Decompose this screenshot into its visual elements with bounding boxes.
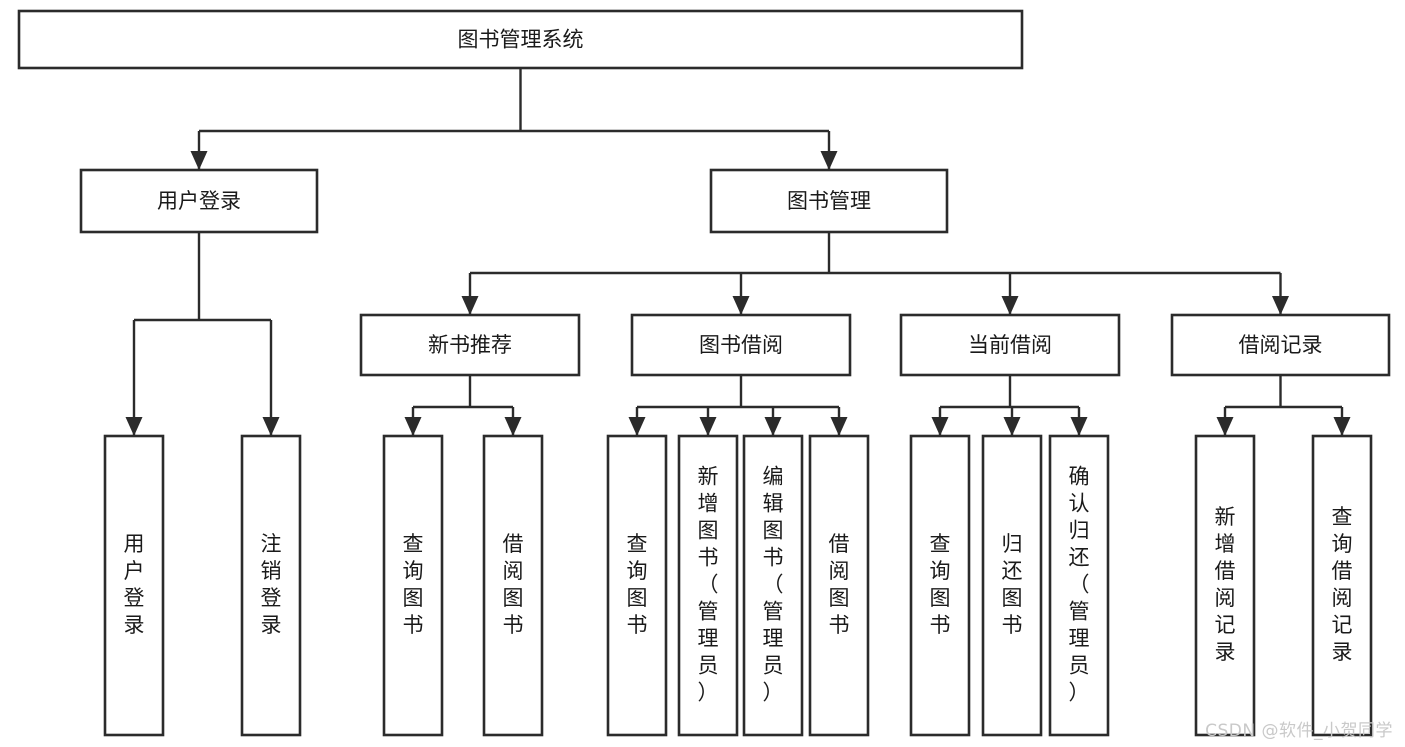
arrow-head-icon	[931, 417, 949, 436]
node-box	[1311, 434, 1373, 737]
node-borrow-record[interactable]: 借阅记录	[1170, 313, 1391, 377]
node-box	[17, 9, 1024, 70]
arrow-head-icon	[1001, 296, 1019, 315]
watermark-label: CSDN @软件_小贺同学	[1205, 721, 1393, 741]
node-box	[359, 313, 581, 377]
node-label: 借阅记录	[1239, 333, 1323, 357]
arrow-head-icon	[1070, 417, 1088, 436]
node-label: 确认归还（管理员）	[1069, 465, 1090, 705]
node-label: 查询图书	[403, 532, 424, 637]
arrow-head-icon	[699, 417, 717, 436]
arrow-head-icon	[732, 296, 750, 315]
node-box	[630, 313, 852, 377]
arrow-head-icon	[1272, 296, 1289, 315]
node-label: 借阅图书	[829, 532, 850, 637]
node-box	[808, 434, 870, 737]
node-leaf-query-book-2[interactable]: 查询图书	[606, 434, 668, 737]
arrow-head-icon	[504, 417, 522, 436]
node-box	[240, 434, 302, 737]
node-leaf-borrow-book-2[interactable]: 借阅图书	[808, 434, 870, 737]
node-label: 查询图书	[627, 532, 648, 637]
node-box	[79, 168, 319, 234]
node-box	[1194, 434, 1256, 737]
node-label: 当前借阅	[968, 333, 1052, 357]
edge-layer	[125, 68, 1351, 436]
node-label: 查询借阅记录	[1332, 505, 1353, 664]
node-label: 新增图书（管理员）	[698, 465, 719, 705]
node-layer: 图书管理系统用户登录图书管理新书推荐图书借阅当前借阅借阅记录用户登录注销登录查询…	[17, 9, 1391, 737]
node-leaf-user-logout[interactable]: 注销登录	[240, 434, 302, 737]
arrow-head-icon	[764, 417, 782, 436]
node-leaf-user-login[interactable]: 用户登录	[103, 434, 165, 737]
node-book-borrow[interactable]: 图书借阅	[630, 313, 852, 377]
node-label: 归还图书	[1002, 532, 1023, 637]
node-book-manage[interactable]: 图书管理	[709, 168, 949, 234]
node-label: 新书推荐	[428, 333, 512, 357]
node-label: 用户登录	[157, 189, 241, 213]
node-label: 图书管理系统	[458, 28, 584, 52]
arrow-head-icon	[190, 151, 208, 170]
node-root[interactable]: 图书管理系统	[17, 9, 1024, 70]
node-label: 图书管理	[787, 189, 871, 213]
node-box	[482, 434, 544, 737]
node-leaf-borrow-book-1[interactable]: 借阅图书	[482, 434, 544, 737]
node-user-login[interactable]: 用户登录	[79, 168, 319, 234]
node-box	[909, 434, 971, 737]
arrow-head-icon	[628, 417, 646, 436]
node-box	[899, 313, 1121, 377]
node-label: 新增借阅记录	[1215, 505, 1236, 664]
arrow-head-icon	[1216, 417, 1234, 436]
arrow-head-icon	[830, 417, 848, 436]
arrow-head-icon	[404, 417, 422, 436]
node-box	[709, 168, 949, 234]
node-leaf-return-book[interactable]: 归还图书	[981, 434, 1043, 737]
node-box	[981, 434, 1043, 737]
node-leaf-add-record[interactable]: 新增借阅记录	[1194, 434, 1256, 737]
node-leaf-confirm-return[interactable]: 确认归还（管理员）	[1048, 434, 1110, 737]
node-label: 查询图书	[930, 532, 951, 637]
arrow-head-icon	[262, 417, 280, 436]
node-label: 图书借阅	[699, 333, 783, 357]
node-box	[606, 434, 668, 737]
node-label: 借阅图书	[503, 532, 524, 637]
node-leaf-query-book-1[interactable]: 查询图书	[382, 434, 444, 737]
node-new-book-rec[interactable]: 新书推荐	[359, 313, 581, 377]
node-leaf-query-book-3[interactable]: 查询图书	[909, 434, 971, 737]
node-leaf-query-record[interactable]: 查询借阅记录	[1311, 434, 1373, 737]
node-box	[677, 434, 739, 737]
arrow-head-icon	[461, 296, 479, 315]
node-label: 用户登录	[124, 532, 145, 637]
node-leaf-edit-book[interactable]: 编辑图书（管理员）	[742, 434, 804, 737]
node-box	[103, 434, 165, 737]
arrow-head-icon	[820, 151, 838, 170]
node-current-borrow[interactable]: 当前借阅	[899, 313, 1121, 377]
arrow-head-icon	[1003, 417, 1021, 436]
arrow-head-icon	[1333, 417, 1351, 436]
node-label: 编辑图书（管理员）	[763, 465, 784, 705]
node-label: 注销登录	[261, 532, 282, 637]
node-box	[1048, 434, 1110, 737]
node-box	[1170, 313, 1391, 377]
node-box	[742, 434, 804, 737]
node-leaf-add-book[interactable]: 新增图书（管理员）	[677, 434, 739, 737]
node-box	[382, 434, 444, 737]
arrow-head-icon	[125, 417, 143, 436]
